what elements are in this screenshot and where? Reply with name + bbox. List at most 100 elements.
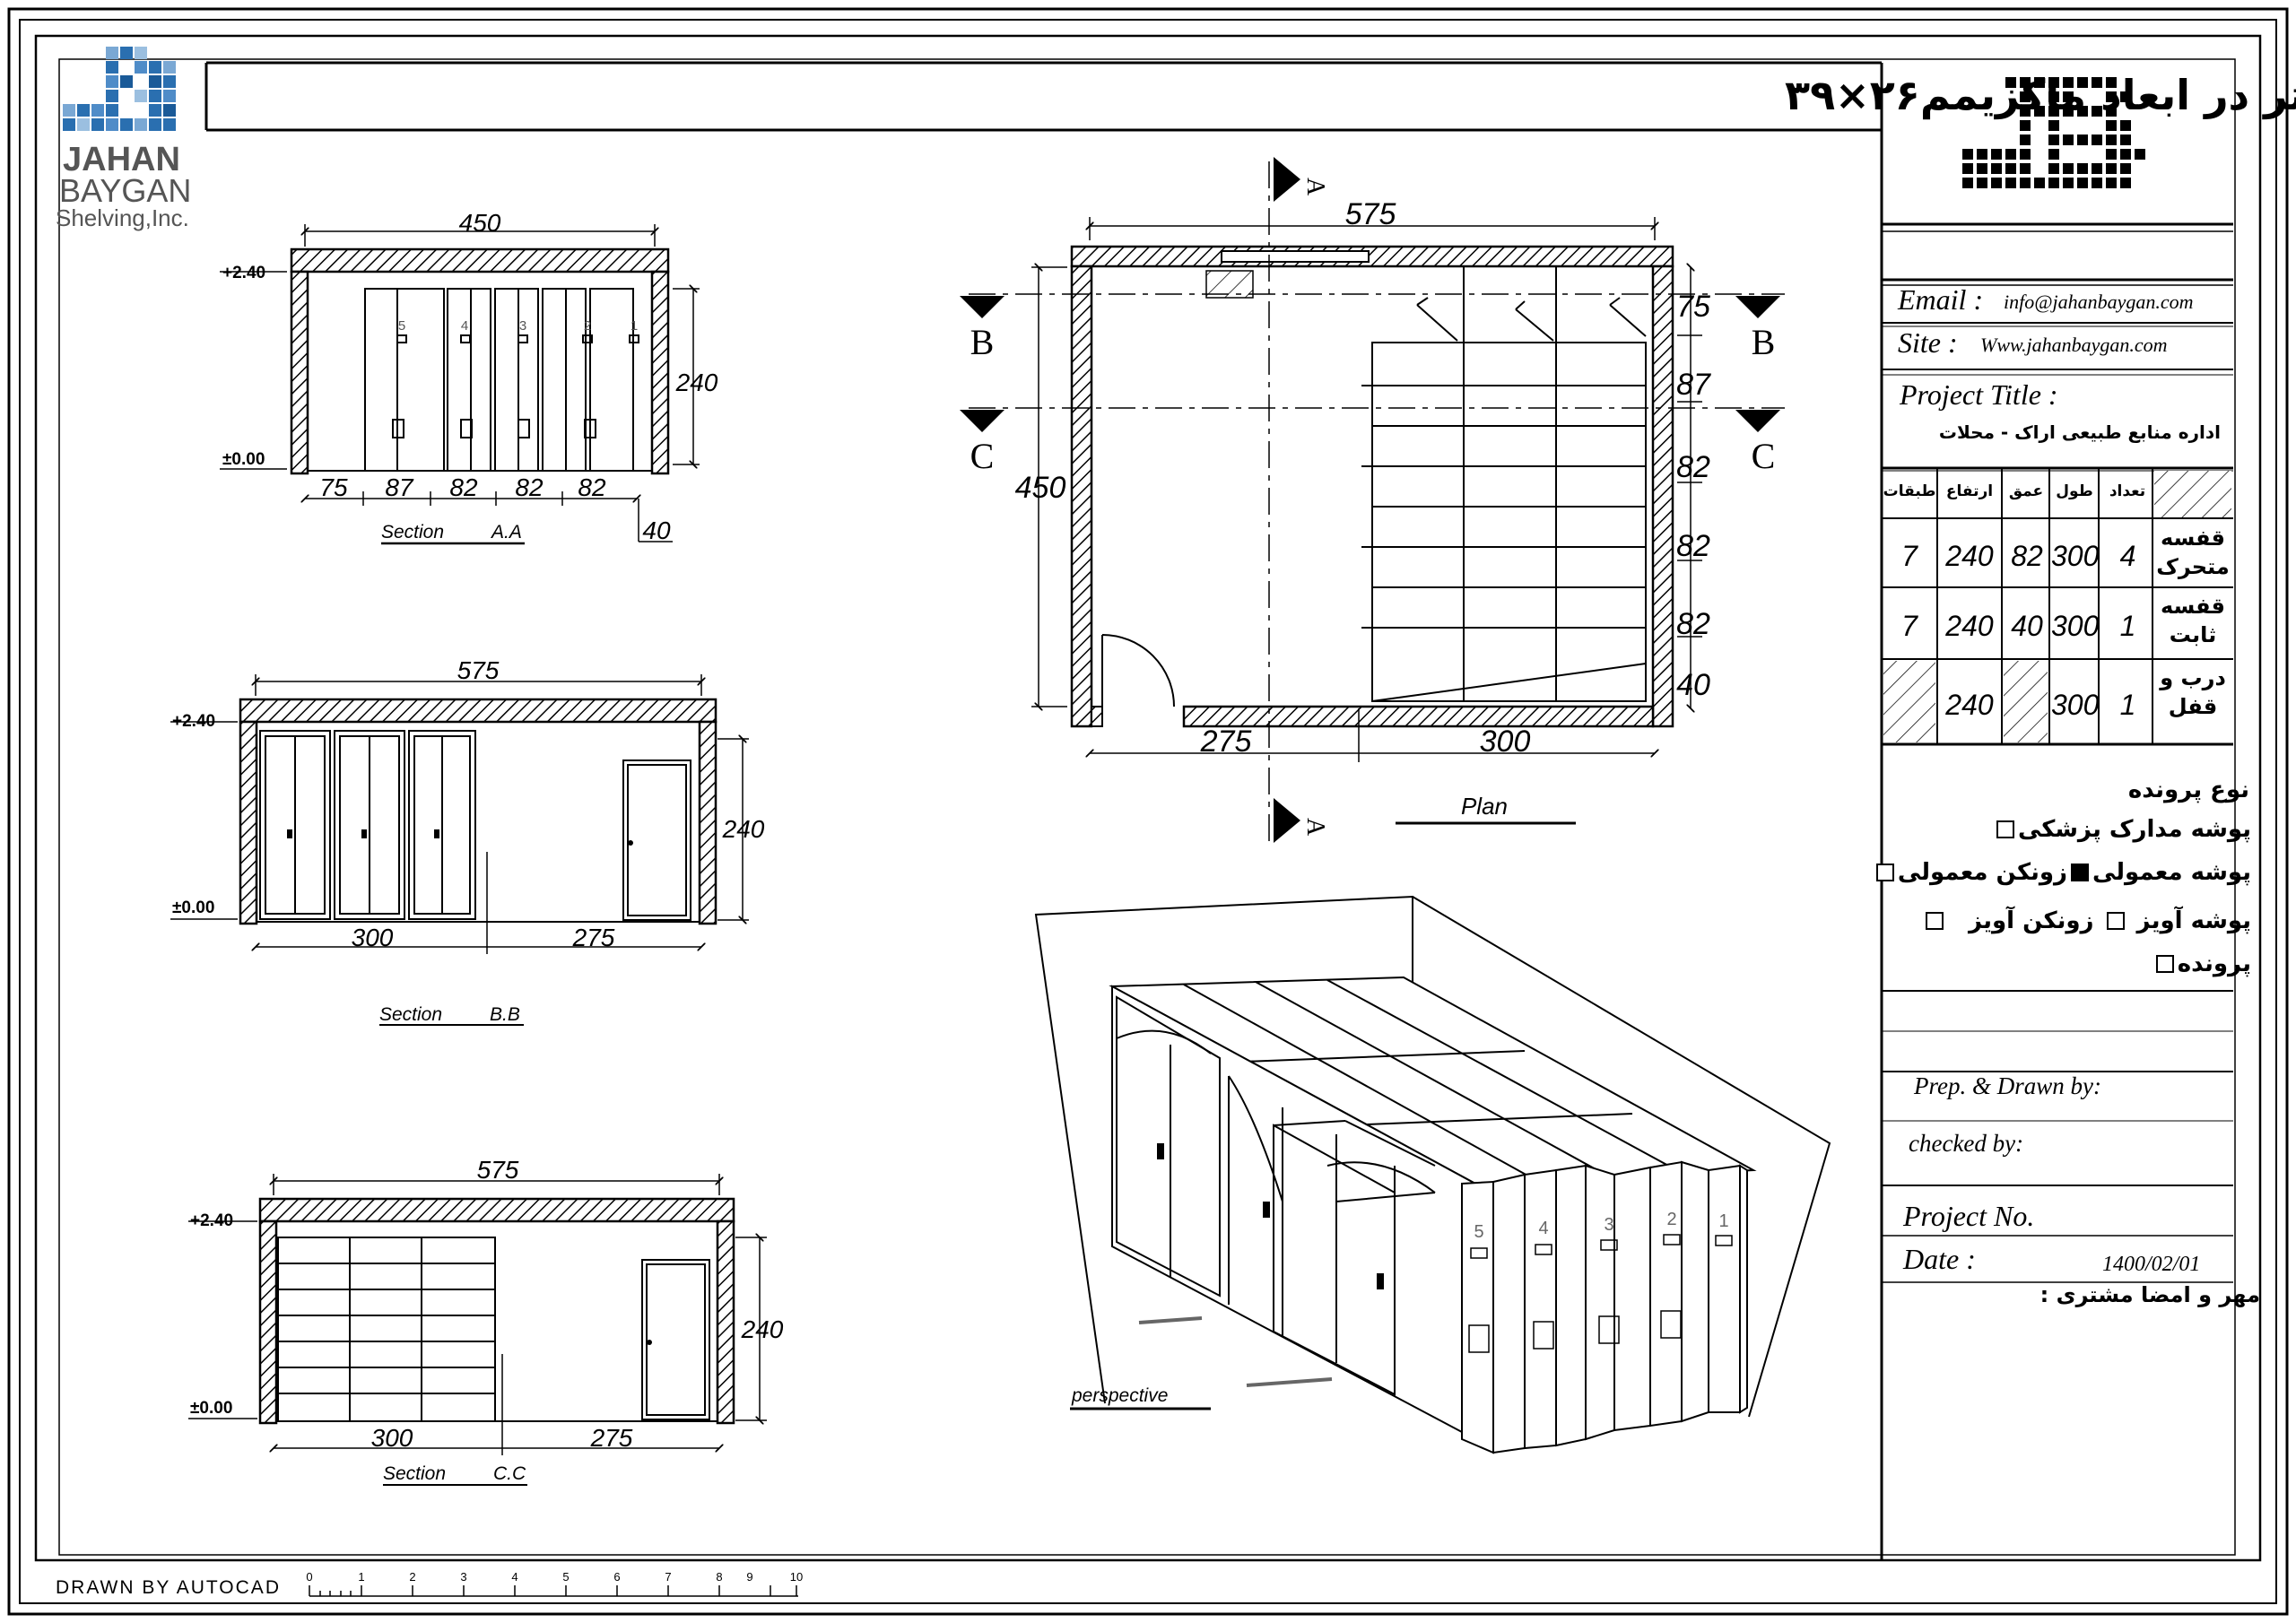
- project-title-label: Project Title :: [1900, 378, 2058, 411]
- file-type-hanging-binder-checkbox[interactable]: [1926, 912, 1944, 930]
- file-type-folder-checkbox[interactable]: [2155, 955, 2174, 973]
- plan-cut-a-bottom: A: [1301, 818, 1329, 837]
- plan-cut-c-right: C: [1752, 436, 1776, 476]
- file-type-title: نوع پرونده: [2127, 777, 2249, 803]
- aa-height: 240: [675, 369, 718, 396]
- file-type-folder-label: پرونده: [2177, 950, 2251, 977]
- cc-level-top: +2.40: [190, 1211, 233, 1230]
- scale-tick-1: 1: [358, 1570, 364, 1584]
- plan-right-dim-3: 82: [1676, 450, 1710, 484]
- table-header-length: طول: [2056, 482, 2093, 500]
- table-header-count: تعداد: [2109, 482, 2146, 500]
- file-type-medical-option[interactable]: پوشه مدارک پزشکی: [1996, 816, 2251, 843]
- scale-tick-7: 7: [665, 1570, 671, 1584]
- plan-cut-b-right: B: [1752, 322, 1776, 362]
- file-type-binder-checkbox[interactable]: [1875, 864, 1894, 881]
- cc-width: 575: [477, 1156, 519, 1184]
- table-row-1-length: 300: [2051, 540, 2100, 572]
- aa-section-id: A.A: [490, 522, 522, 542]
- site-value[interactable]: Www.jahanbaygan.com: [1980, 334, 2168, 356]
- cc-height: 240: [741, 1315, 784, 1343]
- file-type-row-3: پوشه آویز زونکن آویز: [1926, 907, 2251, 934]
- plan-depth: 450: [1015, 471, 1066, 505]
- aa-unit-3: 3: [519, 318, 526, 334]
- table-row-2-name: قفسه ثابت: [2161, 594, 2225, 647]
- plan-right-dim-4: 82: [1676, 529, 1710, 563]
- scale-tick-6: 6: [613, 1570, 620, 1584]
- cc-dim-2: 275: [590, 1424, 633, 1452]
- aa-dim-3: 82: [449, 473, 478, 501]
- plan-bottom-dim-1: 275: [1200, 725, 1252, 759]
- bb-width: 575: [457, 656, 500, 684]
- perspective-unit-1: 1: [1718, 1211, 1728, 1231]
- perspective-unit-5: 5: [1474, 1222, 1483, 1242]
- logo-text-jahan: JAHAN: [63, 141, 180, 178]
- file-type-hanging-checkbox[interactable]: [2106, 912, 2125, 930]
- plan-cut-c-left: C: [970, 436, 995, 476]
- cc-section-id: C.C: [493, 1463, 526, 1484]
- table-header-shelves: طبقات: [1883, 482, 1936, 500]
- file-type-hanging-binder-label: زونکن آویز: [1969, 907, 2094, 934]
- scale-tick-8: 8: [716, 1570, 722, 1584]
- file-type-hanging-label: پوشه آویز: [2136, 907, 2251, 934]
- aa-unit-2: 2: [584, 318, 591, 334]
- aa-level-bottom: ±0.00: [222, 450, 265, 469]
- project-title-value: اداره منابع طبیعی اراک - محلات: [1938, 421, 2221, 443]
- file-type-medical-label: پوشه مدارک پزشکی: [2017, 816, 2251, 843]
- date-value: 1400/02/01: [2102, 1253, 2201, 1276]
- bb-level-top: +2.40: [172, 712, 215, 731]
- plan-width: 575: [1345, 197, 1396, 231]
- aa-dim-5: 82: [578, 473, 606, 501]
- aa-unit-5: 5: [398, 318, 405, 334]
- plan-view: 575 450 275 300 75 87 82 82 82 40 B B C …: [960, 157, 1785, 843]
- plan-label: Plan: [1461, 793, 1508, 820]
- table-header-height: ارتفاع: [1945, 482, 1994, 500]
- table-row-3-length: 300: [2051, 689, 2100, 721]
- email-label: Email :: [1898, 283, 1984, 316]
- table-row-3-count: 1: [2119, 689, 2136, 721]
- logo-text-shelving: Shelving,Inc.: [56, 204, 189, 231]
- plan-cut-a-top: A: [1301, 178, 1329, 196]
- customer-signature-label: مهر و امضا مشتری :: [2039, 1282, 2260, 1307]
- table-row-1-shelves: 7: [1901, 540, 1918, 572]
- table-header-depth: عمق: [2008, 482, 2044, 500]
- jb-mark-icon: [63, 47, 176, 131]
- cc-level-bottom: ±0.00: [190, 1399, 232, 1418]
- aa-unit-1: 1: [631, 318, 638, 334]
- perspective-unit-4: 4: [1538, 1219, 1548, 1238]
- aa-level-top: +2.40: [222, 264, 265, 282]
- prep-drawn-label: Prep. & Drawn by:: [1914, 1072, 2101, 1099]
- project-no-label: Project No.: [1903, 1200, 2035, 1232]
- plan-right-dim-5: 82: [1676, 607, 1710, 641]
- scale-tick-2: 2: [409, 1570, 415, 1584]
- table-row-3-name: درب و قفل: [2160, 665, 2226, 719]
- scale-tick-10: 10: [790, 1570, 803, 1584]
- cc-dim-1: 300: [371, 1424, 413, 1452]
- table-row-1-count: 4: [2119, 540, 2136, 572]
- site-label: Site :: [1898, 326, 1958, 359]
- file-type-binder-label: زونکن معمولی: [1897, 859, 2067, 886]
- aa-dim-1: 75: [319, 473, 348, 501]
- section-aa: 5 4 3 2 1 450 240 75 87 82 82 82 40: [220, 209, 718, 545]
- scale-tick-4: 4: [511, 1570, 517, 1584]
- file-type-folder-option[interactable]: پرونده: [2155, 950, 2251, 977]
- aa-dim-2: 87: [385, 473, 414, 501]
- table-row-2-length: 300: [2051, 610, 2100, 642]
- bb-section-id: B.B: [490, 1004, 520, 1025]
- email-value[interactable]: info@jahanbaygan.com: [2004, 291, 2194, 313]
- perspective-view: 5 4 3 2 1: [1034, 895, 1831, 1454]
- scale-tick-5: 5: [562, 1570, 569, 1584]
- bb-height: 240: [722, 815, 765, 843]
- company-logo: JAHAN BAYGAN Shelving,Inc.: [56, 47, 191, 231]
- plan-cut-b-left: B: [970, 322, 995, 362]
- plan-right-dim-2: 87: [1676, 368, 1711, 402]
- scale-tick-3: 3: [460, 1570, 466, 1584]
- bb-dim-2: 275: [572, 924, 615, 951]
- file-type-regular-checkbox[interactable]: [2070, 864, 2089, 881]
- aa-wall: 40: [642, 516, 671, 544]
- file-type-medical-checkbox[interactable]: [1996, 820, 2014, 838]
- perspective-unit-3: 3: [1604, 1215, 1613, 1235]
- bb-dim-1: 300: [352, 924, 394, 951]
- titleblock-logo-icon: [1962, 77, 2145, 188]
